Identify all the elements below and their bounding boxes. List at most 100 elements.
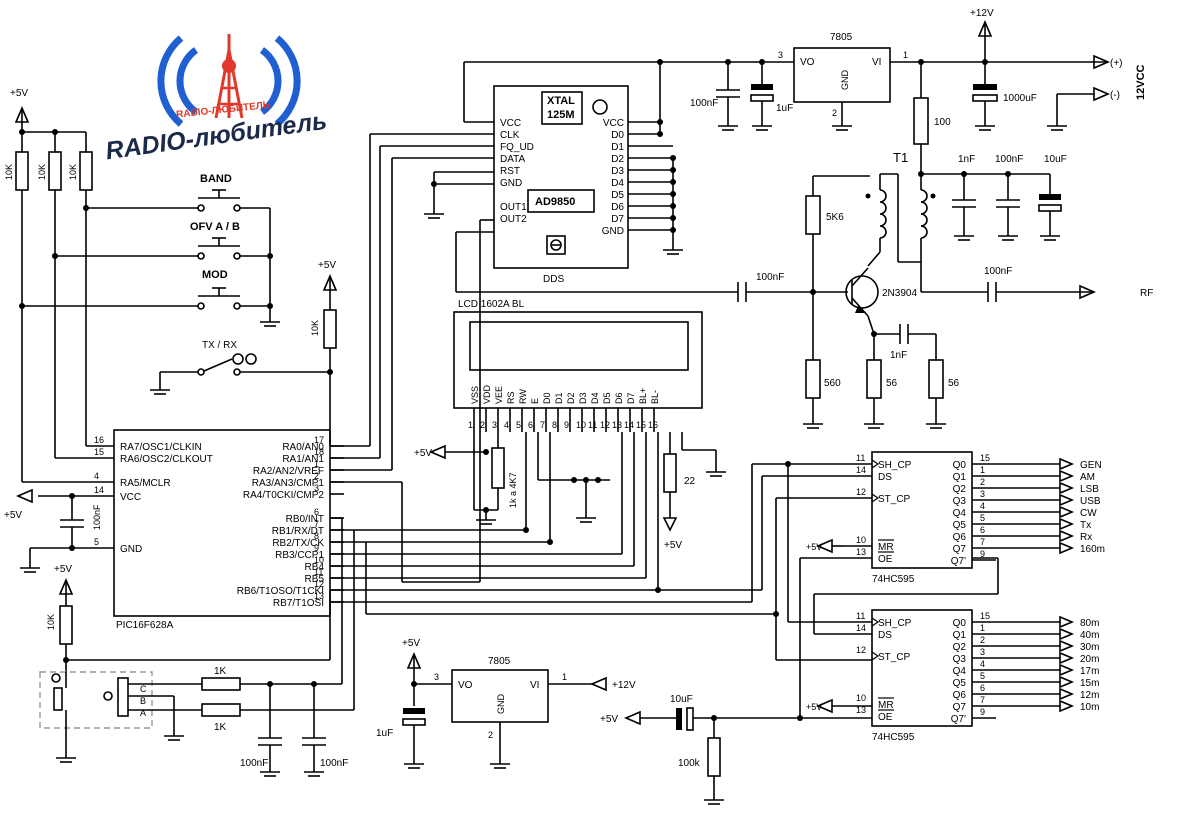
regulator-bottom-pin3: 3 bbox=[434, 672, 439, 682]
mcu-pin-right: RB5 bbox=[305, 574, 325, 585]
sr-in-num: 14 bbox=[856, 623, 866, 633]
oe-plus5-label: +5V bbox=[600, 714, 618, 725]
lcd-pin-num: 14 bbox=[624, 420, 634, 430]
sr-out-pin: Q2 bbox=[953, 642, 967, 653]
dds-pin-out2: OUT2 bbox=[500, 214, 527, 225]
mcu-plus5-label: +5V bbox=[4, 510, 22, 521]
lcd-pin-d4: D4 bbox=[590, 392, 600, 404]
lcd-pin-vss: VSS bbox=[470, 386, 480, 404]
lcd-pin-num: 10 bbox=[576, 420, 586, 430]
enc-b-label: B bbox=[140, 696, 146, 706]
regulator-top-name: 7805 bbox=[830, 32, 853, 43]
sr-out-num: 9 bbox=[980, 549, 985, 559]
vin-minus-label: (-) bbox=[1110, 90, 1120, 101]
cap-1uf-top-label: 1uF bbox=[776, 103, 793, 114]
mcu-pin-right: RB4 bbox=[305, 562, 325, 573]
sr-in-shcp: SH_CP bbox=[878, 460, 912, 471]
r56a-label: 56 bbox=[886, 378, 898, 389]
lcd-pin-num: 16 bbox=[648, 420, 658, 430]
mcu-pin-num: 8 bbox=[314, 531, 319, 541]
sr-output-label: 20m bbox=[1080, 654, 1099, 665]
sr-in-oe: OE bbox=[878, 554, 893, 565]
sr-out-pin: Q3 bbox=[953, 654, 967, 665]
mcu-pin-num: 14 bbox=[94, 485, 104, 495]
oe-cap-label: 10uF bbox=[670, 694, 693, 705]
ad9850-label: AD9850 bbox=[535, 196, 575, 208]
sr-out-num: 6 bbox=[980, 683, 985, 693]
r100-label: 100 bbox=[934, 117, 951, 128]
lcd-pin-d0: D0 bbox=[542, 392, 552, 404]
lcd-plus5b-label: +5V bbox=[664, 540, 682, 551]
sr-out-pin: Q5 bbox=[953, 520, 967, 531]
band-button: BAND bbox=[197, 173, 241, 212]
r22-label: 22 bbox=[684, 476, 696, 487]
lcd-pin-d7: D7 bbox=[626, 392, 636, 404]
sr1-plus5-label: +5V bbox=[806, 542, 822, 552]
dds-pin-data: DATA bbox=[500, 154, 526, 165]
dds-pin-r-d4: D4 bbox=[611, 178, 624, 189]
r10k-a-label: 10K bbox=[4, 164, 14, 180]
lcd-pin-num: 8 bbox=[552, 420, 557, 430]
sr-out-pin: Q7 bbox=[953, 544, 967, 555]
regulator-top-pin2: 2 bbox=[832, 108, 837, 118]
lcd-pin-d3: D3 bbox=[578, 392, 588, 404]
sr-out-num: 15 bbox=[980, 453, 990, 463]
sr-in-ds: DS bbox=[878, 630, 892, 641]
cap-1000uf-label: 1000uF bbox=[1003, 93, 1037, 104]
cap-100nf-top-label: 100nF bbox=[690, 98, 718, 109]
txrx-label: TX / RX bbox=[202, 340, 237, 351]
dds-pin-r-d2: D2 bbox=[611, 154, 624, 165]
sr-out-pin: Q7' bbox=[951, 714, 966, 725]
lcd-pin-num: 3 bbox=[492, 420, 497, 430]
cap-1nf-label: 1nF bbox=[958, 154, 975, 165]
bus-wiring bbox=[329, 133, 872, 710]
mcu-pin-right: RB1/RX/DT bbox=[272, 526, 324, 537]
sr-out-pin: Q1 bbox=[953, 630, 967, 641]
r1k-b-label: 1K bbox=[214, 722, 227, 733]
lcd-pin-num: 15 bbox=[636, 420, 646, 430]
pullup-plus5-label: +5V bbox=[10, 88, 28, 99]
lcd-pin-rw: RW bbox=[518, 389, 528, 404]
mcu-pin-num: 6 bbox=[314, 507, 319, 517]
sr-out-pin: Q6 bbox=[953, 532, 967, 543]
regulator-bottom-vi: VI bbox=[530, 680, 539, 691]
r10k-c-label: 10K bbox=[68, 164, 78, 180]
sr-out-num: 15 bbox=[980, 611, 990, 621]
mcu-pin-num: 13 bbox=[314, 591, 324, 601]
sr-in-mr: MR bbox=[878, 542, 894, 553]
lcd-pin-d1: D1 bbox=[554, 392, 564, 404]
mcu-pin-right: RA3/AN3/CMP1 bbox=[252, 478, 325, 489]
sr-in-num: 10 bbox=[856, 535, 866, 545]
dds-pin-clk: CLK bbox=[500, 130, 520, 141]
mcu-pin-num: 11 bbox=[314, 567, 323, 577]
sr1-name: 74HC595 bbox=[872, 574, 915, 585]
regulator-top-vi: VI bbox=[872, 57, 881, 68]
sr-out-pin: Q3 bbox=[953, 496, 967, 507]
regulator-bottom-pin1: 1 bbox=[562, 672, 567, 682]
sr-in-mr: MR bbox=[878, 700, 894, 711]
sr-out-pin: Q0 bbox=[953, 460, 967, 471]
dds-module: DDS XTAL 125M AD9850 VCCCLKFQ_UDDATARSTG… bbox=[424, 62, 738, 293]
plus12v-label: +12V bbox=[970, 8, 994, 19]
regulator-top-vo: VO bbox=[800, 57, 815, 68]
r56b-label: 56 bbox=[948, 378, 960, 389]
mcu-pin-left: RA5/MCLR bbox=[120, 478, 171, 489]
sr-out-num: 2 bbox=[980, 635, 985, 645]
transistor-label: 2N3904 bbox=[882, 288, 917, 299]
lcd-title: LCD 1602A BL bbox=[458, 299, 525, 310]
sr-out-num: 2 bbox=[980, 477, 985, 487]
mcu-pin-num: 1 bbox=[314, 459, 319, 469]
mcu-cap-label: 100nF bbox=[92, 504, 102, 530]
xtal-line2: 125M bbox=[547, 109, 575, 121]
sr-output-label: Rx bbox=[1080, 532, 1092, 543]
mcu-pin-right: RB0/INT bbox=[286, 514, 324, 525]
mcu-pin-num: 2 bbox=[314, 471, 319, 481]
dds-pin-gnd: GND bbox=[500, 178, 522, 189]
cap-in-label: 100nF bbox=[756, 272, 784, 283]
dds-pin-r-d7: D7 bbox=[611, 214, 624, 225]
rf-amplifier: 100 T1 1nF 100nF bbox=[737, 62, 1153, 429]
regulator-top-pin3: 3 bbox=[778, 50, 783, 60]
mcu-pin-num: 4 bbox=[94, 471, 99, 481]
shift-register-2: 74HC595 SH_CP11DS14ST_CP12MR10OE13Q01580… bbox=[806, 609, 1099, 743]
mcu-pin-right: RA1/AN1 bbox=[282, 454, 324, 465]
